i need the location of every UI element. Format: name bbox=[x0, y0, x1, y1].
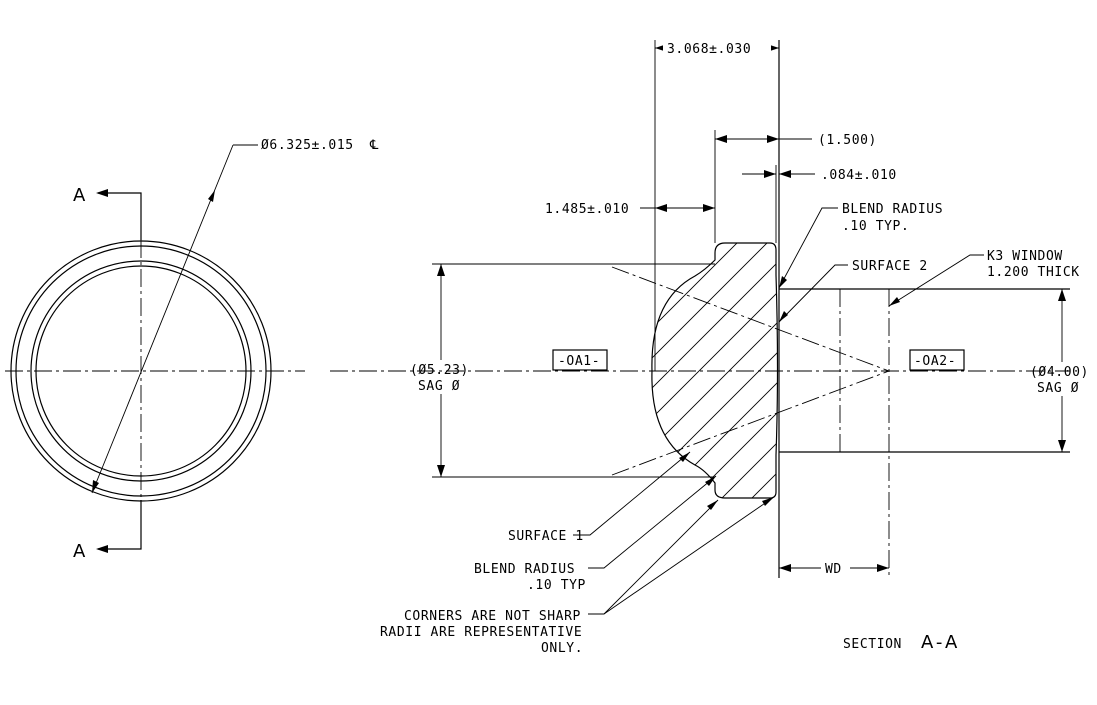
centerline-symbol: ℄ bbox=[369, 138, 379, 153]
blend-radius-top-leader bbox=[778, 207, 838, 289]
ray-bottom bbox=[611, 370, 890, 476]
section-view: 3.068±.030 (1.500) .084±.010 1.485±.010 … bbox=[330, 40, 1089, 656]
sag-right-line1: (Ø4.00) bbox=[1030, 365, 1089, 380]
datum2-label: -OA2- bbox=[914, 354, 956, 369]
section-arrow-bottom bbox=[96, 545, 108, 553]
section-letter-bottom: A bbox=[73, 541, 86, 562]
diameter-leader bbox=[91, 144, 234, 494]
surface2-label: SURFACE 2 bbox=[852, 259, 928, 274]
blend-radius-bottom-line1: BLEND RADIUS bbox=[474, 562, 575, 577]
overall-length-label: 3.068±.030 bbox=[667, 42, 751, 57]
front-view: A A Ø6.325±.015 ℄ bbox=[5, 138, 379, 562]
window-leader bbox=[888, 254, 984, 307]
sag-left-line2: SAG Ø bbox=[418, 379, 460, 394]
diameter-label: Ø6.325±.015 bbox=[261, 138, 354, 153]
surface2-leader bbox=[778, 264, 848, 323]
blend-radius-bottom-line2: .10 TYP bbox=[527, 578, 586, 593]
window-label-line1: K3 WINDOW bbox=[987, 249, 1063, 264]
window-offset-label: .084±.010 bbox=[821, 168, 897, 183]
datum2-box bbox=[909, 349, 965, 371]
window-label-line2: 1.200 THICK bbox=[987, 265, 1080, 280]
diameter-arrow-bottom bbox=[92, 480, 99, 493]
blend-radius-top-line2: .10 TYP. bbox=[842, 219, 909, 234]
surface1-leader bbox=[573, 451, 691, 536]
section-hatch bbox=[651, 243, 778, 498]
section-arrow-top bbox=[96, 189, 108, 197]
section-letter-top: A bbox=[73, 185, 86, 206]
surface1-label: SURFACE 1 bbox=[508, 529, 584, 544]
section-cut-bottom bbox=[98, 500, 142, 550]
sag-left-line1: (Ø5.23) bbox=[410, 363, 469, 378]
blend-radius-bottom-leader bbox=[588, 475, 717, 569]
corners-leader-2 bbox=[603, 496, 775, 615]
datum1-label: -OA1- bbox=[558, 354, 600, 369]
section-title-prefix: SECTION bbox=[843, 637, 902, 652]
blend-radius-top-line1: BLEND RADIUS bbox=[842, 202, 943, 217]
note-line1: CORNERS ARE NOT SHARP bbox=[404, 609, 581, 624]
note-line3: ONLY. bbox=[541, 641, 583, 656]
sag-right-line2: SAG Ø bbox=[1037, 381, 1079, 396]
diameter-arrow-top bbox=[208, 190, 215, 202]
wd-label: WD bbox=[825, 562, 842, 577]
ray-top bbox=[611, 266, 890, 372]
section-title-id: A-A bbox=[921, 632, 960, 653]
note-line2: RADII ARE REPRESENTATIVE bbox=[380, 625, 582, 640]
datum1-box bbox=[552, 349, 608, 371]
ref-length-label: (1.500) bbox=[818, 133, 877, 148]
section-cut-top bbox=[98, 192, 142, 240]
lens-length-label: 1.485±.010 bbox=[545, 202, 629, 217]
corners-leader-1 bbox=[588, 499, 719, 615]
lens-body bbox=[651, 242, 779, 499]
